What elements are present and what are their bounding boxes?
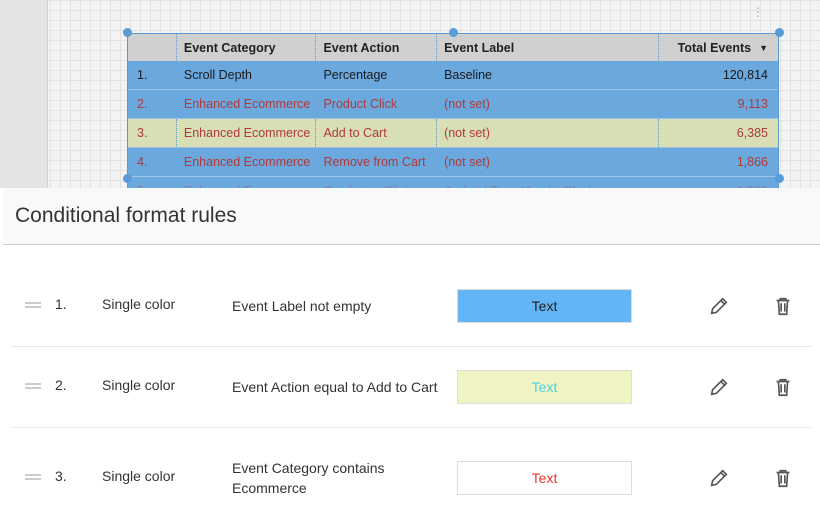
pencil-icon[interactable]	[708, 467, 730, 489]
trash-icon[interactable]	[772, 467, 794, 489]
table-row[interactable]: 2. Enhanced Ecommerce Product Click (not…	[128, 90, 778, 119]
rule-condition: Event Label not empty	[232, 298, 372, 314]
triangle-down-icon: ▼	[759, 42, 768, 53]
row-index: 1.	[137, 68, 148, 82]
resize-handle[interactable]	[775, 174, 784, 183]
rule-color-swatch[interactable]: Text	[457, 461, 632, 495]
cell-category: Enhanced Ecommerce	[183, 97, 311, 111]
cell-label: (not set)	[444, 155, 490, 169]
pencil-icon[interactable]	[708, 295, 730, 317]
resize-handle[interactable]	[775, 28, 784, 37]
rule-number: 1.	[55, 296, 67, 312]
rule-number: 3.	[55, 468, 67, 484]
cell-total: 9,113	[737, 97, 768, 111]
conditional-format-panel: Conditional format rules	[3, 188, 820, 524]
rule-type: Single color	[102, 377, 176, 393]
left-panel-strip	[0, 0, 48, 188]
cell-label: (not set)	[444, 97, 490, 111]
row-index: 2.	[137, 97, 148, 111]
panel-title: Conditional format rules	[3, 188, 820, 245]
cell-category: Enhanced Ecommerce	[183, 155, 311, 169]
data-table[interactable]: Event Category Event Action Event Label …	[127, 33, 779, 207]
rule-type: Single color	[102, 468, 176, 484]
drag-handle-icon[interactable]	[25, 302, 41, 308]
drag-handle-icon[interactable]	[25, 383, 41, 389]
cell-category: Scroll Depth	[183, 68, 252, 82]
cell-total: 6,385	[658, 119, 778, 147]
table-row[interactable]: 1. Scroll Depth Percentage Baseline 120,…	[128, 61, 778, 90]
row-index: 3.	[137, 126, 148, 140]
cell-total: 1,866	[736, 155, 768, 169]
cell-action: Percentage	[323, 68, 388, 82]
rule-color-swatch[interactable]: Text	[457, 289, 632, 323]
cell-label: (not set)	[436, 119, 658, 147]
header-total-events[interactable]: Total Events ▼	[658, 34, 778, 61]
header-total-events-label: Total Events	[677, 40, 752, 55]
cell-action: Add to Cart	[315, 119, 436, 147]
divider	[11, 427, 811, 428]
more-options-icon[interactable]: ⋮	[752, 5, 764, 19]
header-event-category[interactable]: Event Category	[175, 34, 316, 61]
header-event-label[interactable]: Event Label	[436, 34, 658, 61]
resize-handle[interactable]	[123, 28, 132, 37]
row-index: 4.	[137, 155, 148, 169]
cell-action: Product Click	[323, 97, 398, 111]
cell-label: Baseline	[444, 68, 493, 82]
drag-handle-icon[interactable]	[25, 474, 41, 480]
rule-row: 2. Single color Event Action equal to Ad…	[11, 370, 811, 404]
table-header: Event Category Event Action Event Label …	[128, 34, 778, 61]
cell-action: Remove from Cart	[323, 155, 426, 169]
resize-handle[interactable]	[123, 174, 132, 183]
rule-number: 2.	[55, 377, 67, 393]
rule-color-swatch[interactable]: Text	[457, 370, 632, 404]
cell-category: Enhanced Ecommerce	[175, 119, 316, 147]
rule-condition: Event Action equal to Add to Cart	[232, 379, 438, 395]
resize-handle[interactable]	[449, 28, 458, 37]
rule-row: 1. Single color Event Label not empty Te…	[11, 289, 811, 323]
table-row[interactable]: 3. Enhanced Ecommerce Add to Cart (not s…	[128, 119, 778, 148]
header-event-action[interactable]: Event Action	[315, 34, 436, 61]
rule-condition: Event Category contains Ecommerce	[232, 460, 385, 496]
trash-icon[interactable]	[772, 295, 794, 317]
trash-icon[interactable]	[772, 376, 794, 398]
header-index	[128, 34, 176, 61]
cell-total: 120,814	[722, 68, 768, 82]
rule-row: 3. Single color Event Category contains …	[11, 460, 811, 496]
pencil-icon[interactable]	[708, 376, 730, 398]
rule-type: Single color	[102, 296, 176, 312]
divider	[11, 346, 811, 347]
table-row[interactable]: 4. Enhanced Ecommerce Remove from Cart (…	[128, 148, 778, 177]
